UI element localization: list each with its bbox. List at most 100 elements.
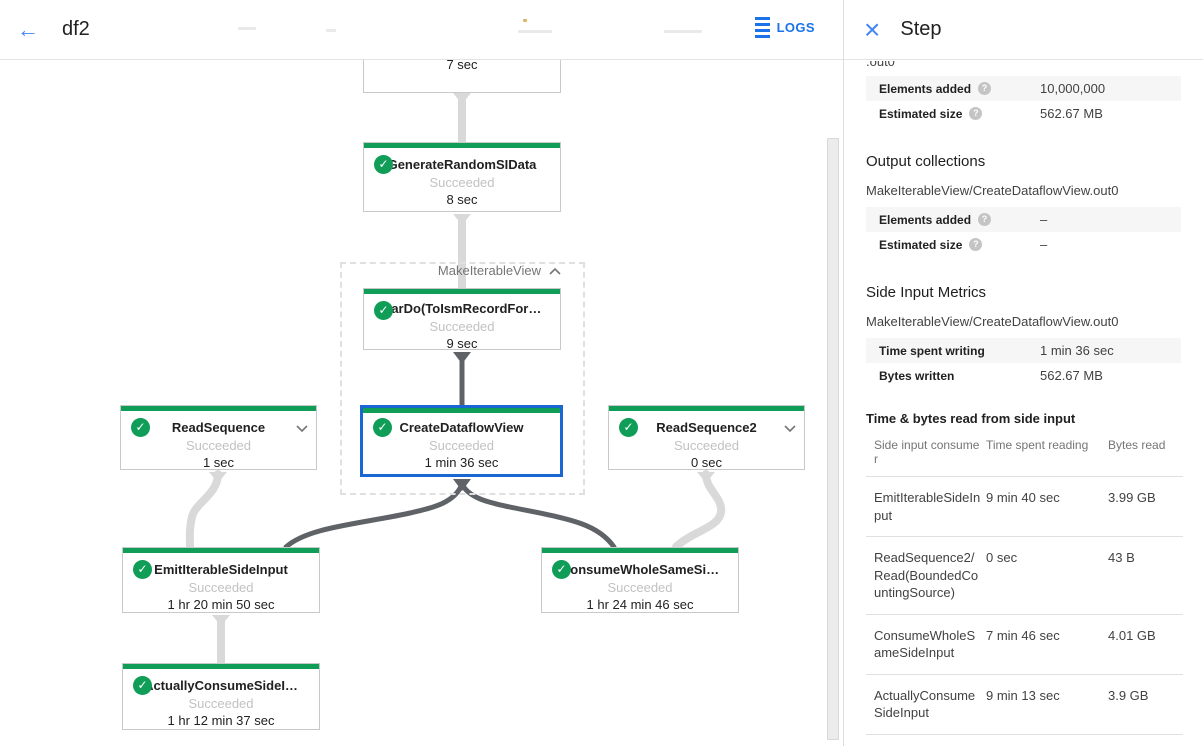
pipeline-graph-canvas[interactable]: MakeIterableView Succeeded 7 sec ✓ Gener… bbox=[0, 60, 843, 746]
node-title: EmitIterableSideInput bbox=[154, 562, 288, 577]
success-check-icon: ✓ bbox=[373, 418, 392, 437]
back-arrow-icon[interactable]: ← bbox=[17, 16, 39, 42]
node-duration: 7 sec bbox=[446, 60, 478, 72]
node-duration: 1 hr 12 min 37 sec bbox=[167, 713, 275, 728]
node-duration: 1 min 36 sec bbox=[424, 455, 499, 470]
graph-node-pardo-toismrecord[interactable]: ✓ ParDo(ToIsmRecordFor… Succeeded 9 sec bbox=[363, 288, 561, 351]
node-status: Succeeded bbox=[607, 580, 673, 595]
node-status-bar bbox=[364, 143, 560, 148]
side-input-table-heading: Time & bytes read from side input bbox=[866, 411, 1076, 426]
col-time-spent-reading: Time spent reading bbox=[986, 436, 1108, 477]
node-duration: 1 hr 20 min 50 sec bbox=[167, 597, 275, 612]
step-details-panel: × Step .out0 Elements added ? 10,000,000… bbox=[843, 0, 1203, 746]
node-duration: 1 sec bbox=[202, 455, 235, 470]
graph-node-createdataflowview-selected[interactable]: ✓ CreateDataflowView Succeeded 1 min 36 … bbox=[360, 405, 563, 477]
side-input-write-metrics: Time spent writing 1 min 36 sec Bytes wr… bbox=[866, 338, 1181, 388]
ghost-toolbar-text bbox=[238, 27, 256, 30]
metric-row: Elements added ? – bbox=[866, 207, 1181, 232]
success-check-icon: ✓ bbox=[374, 301, 393, 320]
metric-row: Estimated size ? 562.67 MB bbox=[879, 106, 1103, 121]
help-icon[interactable]: ? bbox=[978, 213, 992, 226]
graph-node-offscreen[interactable]: Succeeded 7 sec bbox=[363, 60, 561, 93]
panel-title: Step bbox=[900, 18, 942, 40]
composite-group-makeiterableview[interactable] bbox=[340, 262, 585, 495]
input-collection-metrics: Elements added ? 10,000,000 Estimated si… bbox=[866, 76, 1181, 126]
success-check-icon: ✓ bbox=[552, 560, 571, 579]
chevron-down-icon[interactable] bbox=[784, 420, 796, 438]
success-check-icon: ✓ bbox=[133, 676, 152, 695]
node-title: CreateDataflowView bbox=[399, 420, 524, 435]
metric-row: Estimated size ? – bbox=[879, 237, 1048, 252]
graph-node-emititerablesideinput[interactable]: ✓ EmitIterableSideInput Succeeded 1 hr 2… bbox=[122, 547, 320, 613]
ghost-toolbar-text bbox=[664, 30, 702, 33]
node-status: Succeeded bbox=[429, 319, 495, 334]
graph-edges bbox=[185, 93, 726, 667]
clipped-collection-text: .out0 bbox=[866, 61, 895, 69]
col-bytes-read: Bytes read bbox=[1108, 436, 1183, 477]
chevron-up-icon[interactable] bbox=[549, 267, 561, 275]
node-status-bar bbox=[123, 664, 319, 669]
col-side-input-consumer: Side input consumer bbox=[866, 436, 986, 477]
node-title: ReadSequence bbox=[171, 420, 266, 435]
node-status: Succeeded bbox=[188, 580, 254, 595]
graph-vertical-scrollbar[interactable] bbox=[827, 138, 839, 740]
metric-row: Bytes written 562.67 MB bbox=[879, 368, 1103, 383]
logs-button[interactable]: LOGS bbox=[754, 17, 815, 38]
graph-node-generaterandomsidata[interactable]: ✓ GenerateRandomSIData Succeeded 8 sec bbox=[363, 142, 561, 212]
success-check-icon: ✓ bbox=[619, 418, 638, 437]
help-icon[interactable]: ? bbox=[969, 107, 983, 120]
table-header-row: Side input consumer Time spent reading B… bbox=[866, 436, 1183, 477]
group-label: MakeIterableView bbox=[0, 263, 561, 278]
help-icon[interactable]: ? bbox=[978, 82, 992, 95]
step-panel-body: .out0 Elements added ? 10,000,000 Estima… bbox=[844, 60, 1203, 746]
side-input-consumers-table: Side input consumer Time spent reading B… bbox=[866, 436, 1183, 746]
metric-row: Time spent writing 1 min 36 sec bbox=[866, 338, 1181, 363]
close-icon[interactable]: × bbox=[864, 13, 881, 45]
node-status: Succeeded bbox=[428, 438, 495, 453]
node-title: ConsumeWholeSameSi… bbox=[560, 562, 720, 577]
node-title: GenerateRandomSIData bbox=[387, 157, 537, 172]
node-title: ParDo(ToIsmRecordFor… bbox=[382, 301, 542, 316]
node-title: ActuallyConsumeSideI… bbox=[144, 678, 298, 693]
table-row: EmitIterableSideInput 9 min 40 sec 3.99 … bbox=[866, 476, 1183, 538]
node-status-bar bbox=[363, 408, 560, 413]
node-status: Succeeded bbox=[188, 696, 254, 711]
graph-node-readsequence[interactable]: ✓ ReadSequence Succeeded 1 sec bbox=[120, 405, 317, 470]
node-duration: 8 sec bbox=[446, 192, 478, 207]
node-status-bar bbox=[609, 406, 804, 411]
node-duration: 1 hr 24 min 46 sec bbox=[586, 597, 694, 612]
node-status-bar bbox=[123, 548, 319, 553]
output-collection-name: MakeIterableView/CreateDataflowView.out0 bbox=[866, 183, 1119, 198]
node-duration: 9 sec bbox=[446, 336, 478, 351]
top-toolbar: ← df2 LOGS bbox=[0, 0, 843, 60]
graph-node-consumewholesamesideinput[interactable]: ✓ ConsumeWholeSameSi… Succeeded 1 hr 24 … bbox=[541, 547, 739, 613]
node-title: ReadSequence2 bbox=[656, 420, 757, 435]
node-status-bar bbox=[364, 289, 560, 294]
node-status-bar bbox=[542, 548, 738, 553]
node-status: Succeeded bbox=[429, 175, 495, 190]
node-status: Succeeded bbox=[673, 438, 740, 453]
table-row: ActuallyConsumeSideInput 9 min 13 sec 3.… bbox=[866, 674, 1183, 735]
node-status: Succeeded bbox=[185, 438, 252, 453]
logs-icon bbox=[754, 17, 770, 38]
success-check-icon: ✓ bbox=[131, 418, 150, 437]
table-row: ReadSequence2/Read(BoundedCountingSource… bbox=[866, 536, 1183, 615]
node-status-bar bbox=[121, 406, 316, 411]
graph-node-readsequence2[interactable]: ✓ ReadSequence2 Succeeded 0 sec bbox=[608, 405, 805, 470]
help-icon[interactable]: ? bbox=[969, 238, 983, 251]
side-input-collection-name: MakeIterableView/CreateDataflowView.out0 bbox=[866, 314, 1119, 329]
ghost-toolbar-dot bbox=[523, 19, 527, 22]
table-row: ConsumeWholeSameSideInput 7 min 46 sec 4… bbox=[866, 614, 1183, 675]
node-duration: 0 sec bbox=[690, 455, 723, 470]
ghost-toolbar-text bbox=[518, 30, 552, 33]
success-check-icon: ✓ bbox=[133, 560, 152, 579]
side-input-metrics-heading: Side Input Metrics bbox=[866, 284, 987, 301]
graph-node-actuallyconsumesideinput[interactable]: ✓ ActuallyConsumeSideI… Succeeded 1 hr 1… bbox=[122, 663, 320, 730]
success-check-icon: ✓ bbox=[374, 155, 393, 174]
metric-row: Elements added ? 10,000,000 bbox=[866, 76, 1181, 101]
chevron-down-icon[interactable] bbox=[296, 420, 308, 438]
table-row: ReadSequence/Read(BoundedCountingSource)… bbox=[866, 734, 1183, 746]
job-title: df2 bbox=[62, 18, 90, 40]
ghost-toolbar-text bbox=[326, 29, 336, 32]
